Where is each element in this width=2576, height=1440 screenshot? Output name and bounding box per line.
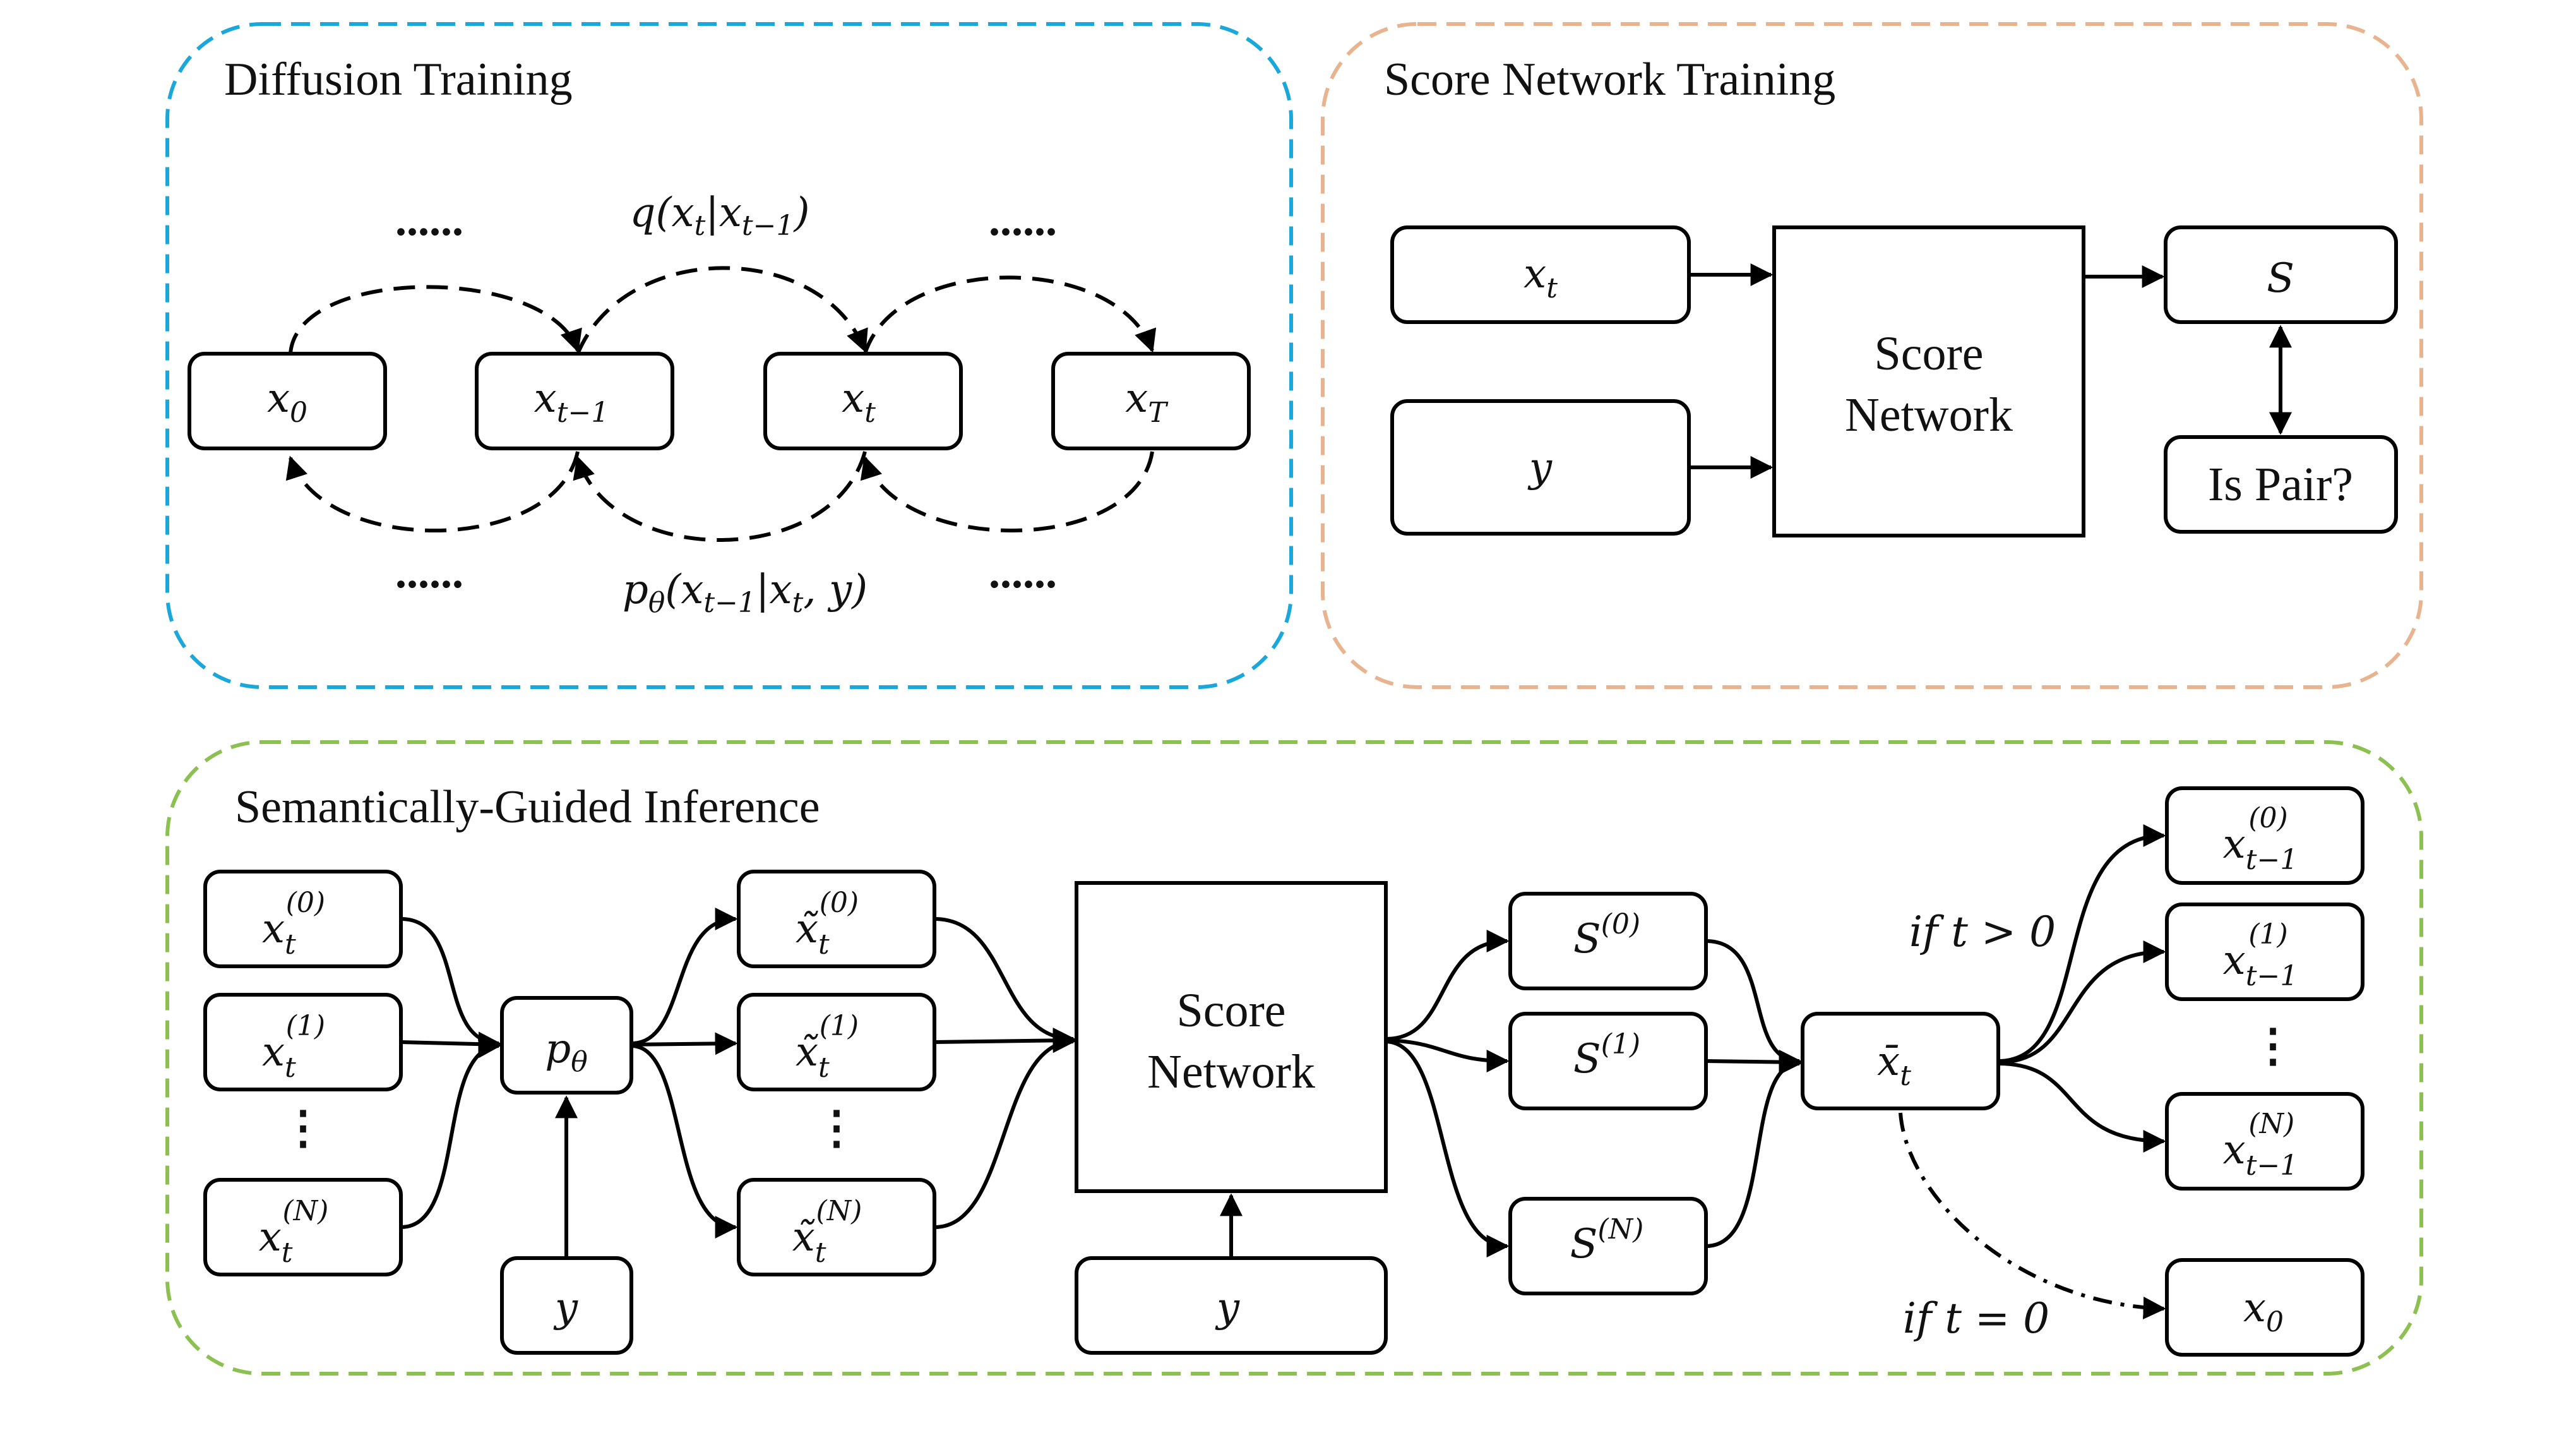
denoised-x0: x̃t(0) [737, 870, 936, 968]
arrow-dN-to-network [934, 1030, 1076, 1229]
selected-x-bar: x̄t [1801, 1012, 2000, 1110]
arrow-cN-to-ptheta [400, 1035, 501, 1229]
arrow-d1-to-network [934, 1029, 1076, 1052]
denoised-xN: x̃t(N) [737, 1178, 936, 1276]
arrow-xbar-to-final [1899, 1112, 2166, 1319]
diffusion-node-xt-1: xt−1 [475, 352, 674, 450]
score-training-input-y: y [1390, 399, 1691, 536]
diffusion-training-title: Diffusion Training [224, 54, 573, 105]
score-training-title: Score Network Training [1384, 54, 1835, 105]
svg-text:x̄t: x̄t [1877, 1038, 1911, 1092]
candidate-x1: xt(1) [203, 993, 403, 1091]
reverse-process-label: pθ(xt−1|xt, y) [623, 567, 868, 619]
inference-condition-y-right: y [1075, 1256, 1388, 1355]
diffusion-node-x0: x0 [188, 352, 387, 450]
arrow-ptheta-to-d0 [631, 908, 738, 1045]
score-training-input-xt: xt [1390, 225, 1691, 324]
ellipsis-bottom-left: ...... [395, 547, 463, 597]
arrow-xbar-to-out1 [1998, 940, 2166, 1064]
output-vdots: ⋮ [2250, 1021, 2296, 1071]
forward-arc-2 [576, 266, 868, 355]
output-x1: xt−1(1) [2165, 903, 2364, 1001]
arrow-ptheta-to-dN [631, 1044, 738, 1239]
candidate-xN: xt(N) [203, 1178, 403, 1276]
denoised-vdots: ⋮ [814, 1103, 859, 1153]
svg-text:Score: Score [1874, 327, 1983, 380]
svg-text:x̃t(1): x̃t(1) [796, 1010, 859, 1084]
arrow-sN-to-xbar [1705, 1052, 1802, 1248]
reverse-arc-3 [860, 451, 1154, 532]
svg-text:Network: Network [1845, 388, 2013, 441]
arrow-xbar-to-outN [1998, 1062, 2166, 1153]
svg-text:Is Pair?: Is Pair? [2208, 458, 2353, 511]
arrow-s1-to-xbar [1705, 1050, 1802, 1074]
arrow-c1-to-ptheta [400, 1033, 501, 1056]
reverse-arc-2 [573, 451, 867, 542]
ellipsis-top-right: ...... [989, 195, 1057, 245]
arrow-network-to-s0 [1385, 930, 1510, 1041]
inference-score-network: Score Network [1075, 881, 1388, 1193]
is-pair-box: Is Pair? [2164, 435, 2398, 534]
svg-text:Network: Network [1147, 1045, 1315, 1098]
condition-end: if t = 0 [1903, 1294, 2049, 1343]
arrow-network-to-s1 [1385, 1038, 1510, 1072]
forward-process-label: q(xt|xt−1) [630, 189, 810, 242]
ellipsis-top-left: ...... [395, 195, 463, 245]
diffusion-training-panel [165, 22, 1293, 689]
score-s1: S(1) [1508, 1012, 1708, 1110]
diffusion-node-xt: xt [763, 352, 963, 450]
denoised-x1: x̃t(1) [737, 993, 936, 1091]
inference-condition-y-left: y [500, 1256, 633, 1355]
candidate-x0: xt(0) [203, 870, 403, 968]
svg-text:S(N): S(N) [1570, 1213, 1644, 1268]
score-training-panel [1321, 22, 2423, 689]
final-x0: x0 [2165, 1258, 2364, 1357]
score-training-network: Score Network [1772, 225, 2085, 537]
p-theta-model: pθ [500, 996, 633, 1095]
arrow-ptheta-to-d1 [631, 1032, 738, 1055]
ellipsis-bottom-right: ...... [989, 547, 1057, 597]
arrow-d0-to-network [934, 917, 1076, 1050]
inference-panel [165, 740, 2423, 1376]
arrow-s0-to-xbar [1705, 939, 1802, 1072]
svg-text:y: y [1215, 1285, 1240, 1331]
svg-text:S: S [2267, 255, 2294, 302]
candidate-vdots: ⋮ [280, 1103, 326, 1153]
diffusion-node-xT: xT [1051, 352, 1251, 450]
output-x0: xt−1(0) [2165, 786, 2364, 885]
score-s0: S(0) [1508, 892, 1708, 990]
arrow-xbar-to-out0 [1998, 824, 2166, 1063]
svg-text:y: y [1527, 445, 1553, 491]
arrow-c0-to-ptheta [400, 917, 501, 1055]
forward-arc-3 [863, 275, 1157, 354]
forward-arc-1 [289, 285, 582, 354]
output-xN: xt−1(N) [2165, 1092, 2364, 1191]
svg-text:xT: xT [1125, 375, 1169, 429]
arrow-network-to-sN [1385, 1040, 1510, 1257]
score-sN: S(N) [1508, 1197, 1708, 1295]
svg-text:y: y [553, 1285, 578, 1331]
svg-text:Score: Score [1176, 984, 1285, 1037]
score-training-output-s: S [2164, 225, 2398, 324]
condition-continue: if t > 0 [1909, 908, 2056, 956]
reverse-arc-1 [285, 451, 580, 532]
inference-title: Semantically-Guided Inference [235, 781, 820, 833]
